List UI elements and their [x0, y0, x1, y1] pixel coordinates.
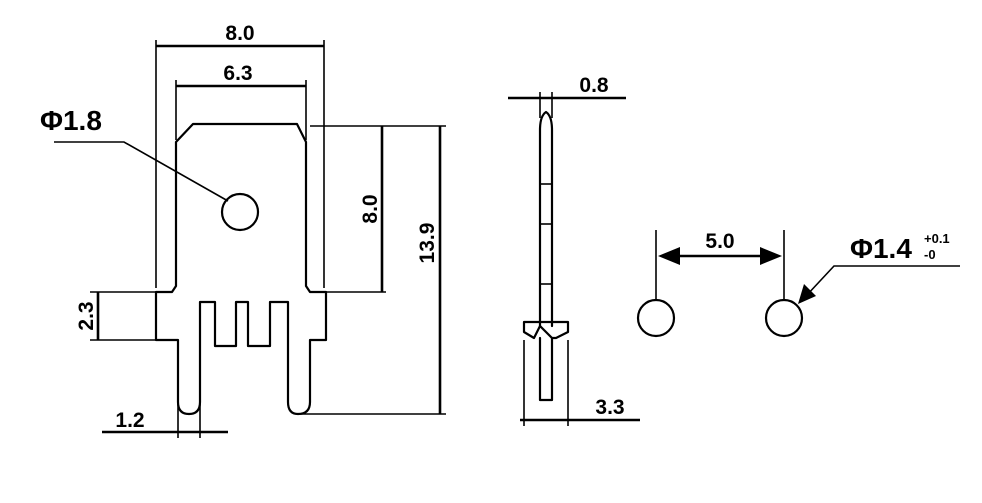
side-width-label: 3.3: [595, 396, 624, 419]
pitch-arrow-left: [658, 247, 680, 265]
pitch-arrow-right: [760, 247, 782, 265]
hole-diameter-label: Φ1.8: [40, 105, 102, 136]
pcb-hole-tol-upper: +0.1: [924, 231, 950, 246]
overall-width-label: 8.0: [225, 22, 254, 45]
side-view-pin: [538, 336, 554, 402]
mounting-hole: [220, 192, 260, 232]
shoulder-height-label: 2.3: [75, 301, 98, 330]
side-view-blade: [538, 110, 554, 328]
pcb-hole-diameter-label: Φ1.4: [850, 233, 912, 264]
pcb-hole-leader-arrow: [798, 284, 816, 304]
pcb-hole-left: [636, 298, 676, 338]
pitch-label: 5.0: [705, 230, 734, 253]
upper-height-label: 8.0: [359, 194, 382, 223]
hole-leader-line: [54, 141, 229, 202]
front-view-outline: [154, 122, 328, 416]
pcb-hole-right: [764, 298, 804, 338]
pin-width-label: 1.2: [115, 409, 144, 432]
pcb-hole-pattern: 5.0 Φ1.4 +0.1 -0: [636, 230, 960, 338]
pcb-hole-leader: [805, 265, 960, 297]
total-height-label: 13.9: [416, 223, 439, 264]
side-view: 0.8 3.3: [508, 74, 640, 426]
pcb-hole-tol-lower: -0: [924, 247, 936, 262]
side-view-barb: [522, 320, 570, 340]
thickness-label: 0.8: [579, 74, 609, 97]
barb-cross: [539, 325, 553, 339]
front-view: Φ1.8 8.0 6.3 8.0 13.9 2.3 1.2: [40, 22, 446, 438]
inner-width-label: 6.3: [223, 62, 252, 85]
